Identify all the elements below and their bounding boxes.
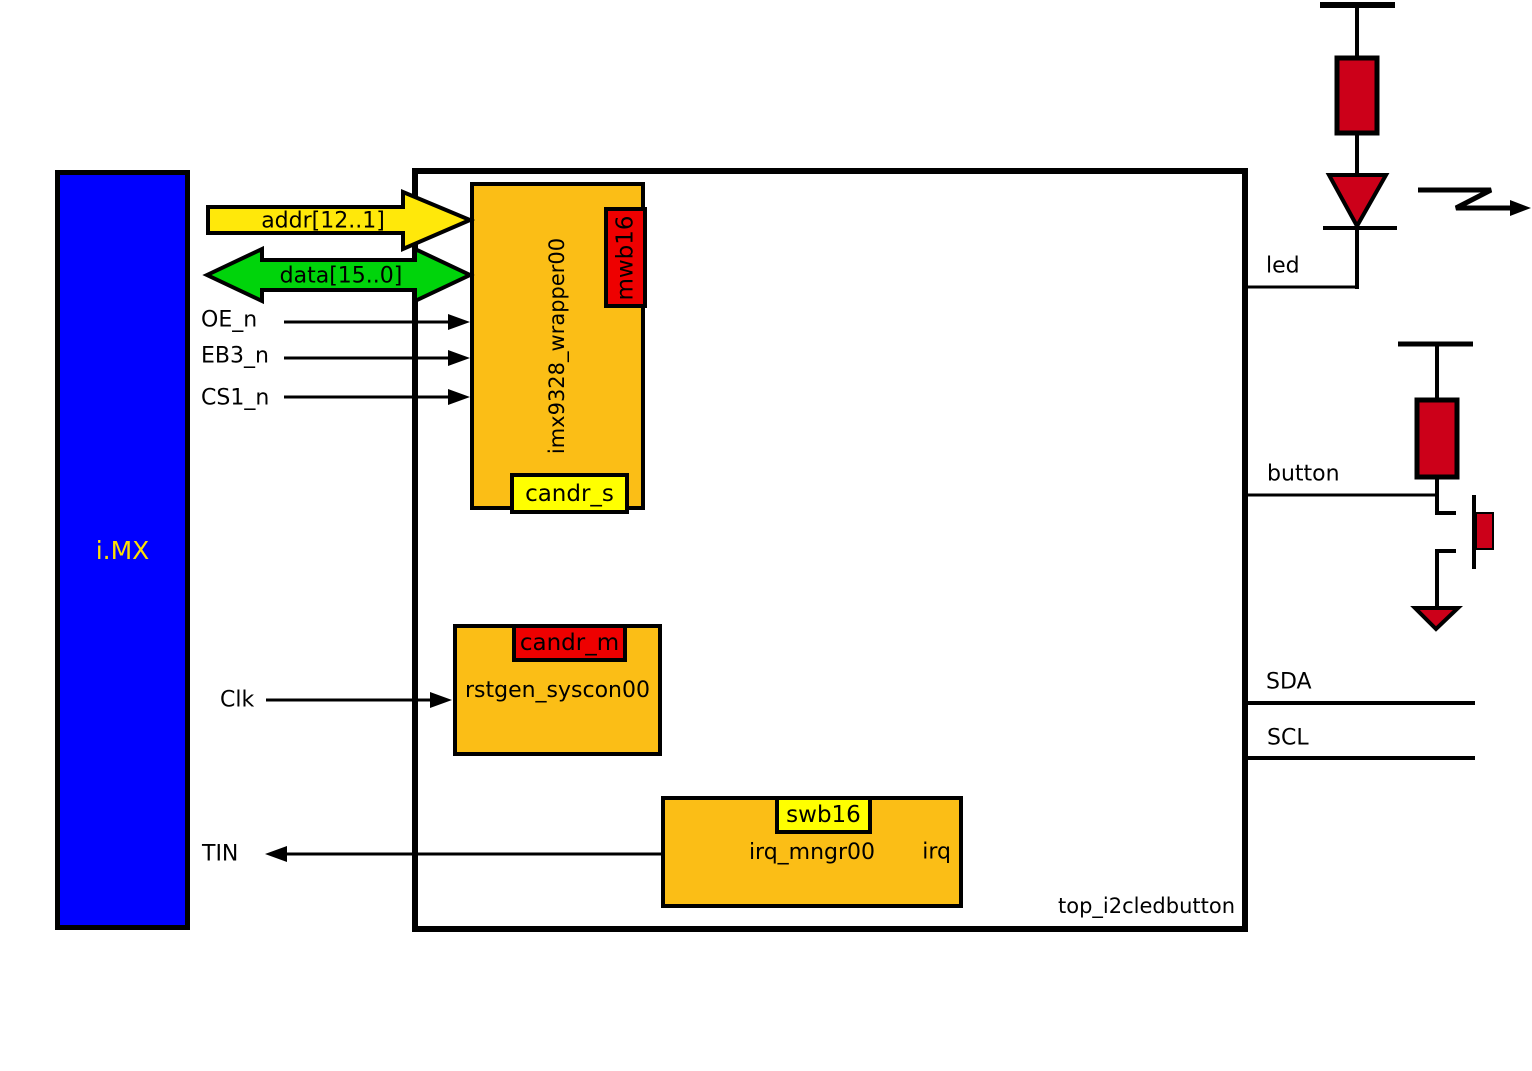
light-emission-arrow [1418, 187, 1531, 216]
cs1-n-label: CS1_n [201, 385, 270, 411]
top-module-label: top_i2cledbutton [1058, 894, 1236, 918]
led-resistor [1334, 55, 1380, 136]
addr-bus-arrow [206, 188, 476, 253]
irq-mngr-block: irq_mngr00 irq swb16 [661, 796, 963, 908]
button-port-label: button [1267, 461, 1340, 487]
clk-label: Clk [220, 687, 255, 713]
scl-port-label: SCL [1267, 725, 1309, 751]
sda-port-label: SDA [1266, 669, 1312, 695]
candr-m-tag: candr_m [512, 624, 627, 662]
data-bus-arrow [202, 245, 475, 305]
rstgen-block: rstgen_syscon00 candr_m [453, 624, 662, 756]
swb16-tag-label: swb16 [786, 802, 861, 828]
candr-s-tag: candr_s [510, 473, 629, 514]
irq-mngr-label: irq_mngr00 [748, 839, 876, 865]
irq-port-label: irq [922, 839, 951, 865]
candr-m-tag-label: candr_m [519, 630, 620, 656]
swb16-tag: swb16 [775, 796, 872, 834]
tin-wire [265, 846, 661, 862]
led-circuit [1320, 2, 1531, 289]
clk-wire [266, 692, 452, 708]
button-resistor [1414, 397, 1460, 480]
imx-label: i.MX [95, 535, 150, 565]
tin-label: TIN [202, 841, 239, 867]
push-button-actuator [1475, 512, 1494, 550]
eb3-n-label: EB3_n [201, 343, 269, 369]
data-bus-label: data[15..0] [279, 263, 403, 289]
led-port-label: led [1266, 253, 1300, 279]
led-diode [1325, 173, 1390, 231]
oe-n-wire [284, 314, 470, 330]
button-circuit [1398, 341, 1494, 632]
cs1-n-wire [284, 389, 470, 405]
addr-bus-label: addr[12..1] [261, 208, 385, 234]
wrapper-block: imx9328_wrapper00 mwb16 candr_s [470, 182, 647, 514]
imx-processor-block: i.MX [55, 170, 190, 930]
eb3-n-wire [284, 350, 470, 366]
rstgen-label: rstgen_syscon00 [464, 677, 650, 703]
mwb16-tag: mwb16 [604, 207, 647, 308]
oe-n-label: OE_n [201, 307, 258, 333]
candr-s-tag-label: candr_s [525, 480, 614, 507]
push-button-switch [1435, 495, 1494, 607]
ground-symbol [1410, 606, 1463, 632]
